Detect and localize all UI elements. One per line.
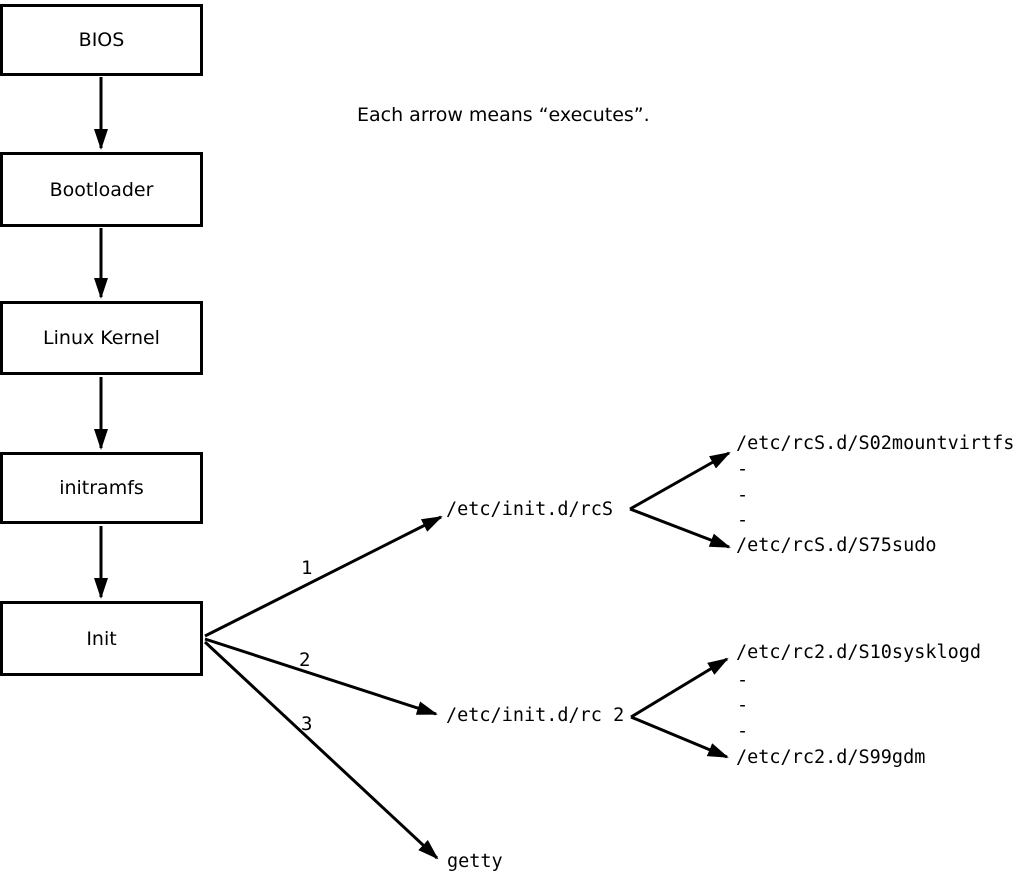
rcs-first-script: /etc/rcS.d/S02mountvirtfs bbox=[736, 433, 1015, 454]
box-initramfs: initramfs bbox=[0, 452, 203, 524]
box-initramfs-label: initramfs bbox=[59, 477, 144, 499]
arrow-init-getty bbox=[203, 640, 439, 860]
box-linux-kernel: Linux Kernel bbox=[0, 301, 203, 375]
rc2-ellipsis-dash: - bbox=[737, 695, 749, 716]
arrow-rcs-last bbox=[629, 507, 731, 549]
arrow-rc2-last bbox=[630, 715, 729, 759]
target-rcs: /etc/init.d/rcS bbox=[446, 499, 614, 520]
edge-label-2: 2 bbox=[299, 649, 311, 671]
target-getty: getty bbox=[447, 851, 503, 872]
rc2-last-script: /etc/rc2.d/S99gdm bbox=[736, 747, 926, 768]
rcs-ellipsis-dash: - bbox=[737, 510, 749, 531]
rc2-first-script: /etc/rc2.d/S10sysklogd bbox=[736, 642, 982, 663]
rcs-ellipsis-dash: - bbox=[737, 459, 749, 480]
box-bios-label: BIOS bbox=[78, 29, 125, 51]
rc2-ellipsis-dash: - bbox=[737, 721, 749, 742]
edge-label-1: 1 bbox=[301, 557, 313, 579]
box-bootloader: Bootloader bbox=[0, 152, 203, 227]
rcs-last-script: /etc/rcS.d/S75sudo bbox=[736, 535, 937, 556]
arrow-init-rcs bbox=[204, 515, 443, 638]
arrow-init-rc2 bbox=[204, 637, 438, 716]
box-linux-kernel-label: Linux Kernel bbox=[43, 327, 160, 349]
edge-label-3: 3 bbox=[301, 713, 313, 735]
caption: Each arrow means “executes”. bbox=[357, 104, 650, 126]
target-rc2: /etc/init.d/rc 2 bbox=[446, 705, 625, 726]
arrow-rc2-first bbox=[630, 657, 729, 719]
box-bootloader-label: Bootloader bbox=[49, 178, 154, 201]
box-init-label: Init bbox=[86, 627, 117, 650]
rcs-ellipsis-dash: - bbox=[737, 485, 749, 506]
box-bios: BIOS bbox=[0, 4, 203, 76]
arrow-rcs-first bbox=[629, 451, 731, 511]
box-init: Init bbox=[0, 601, 203, 676]
rc2-ellipsis-dash: - bbox=[737, 670, 749, 691]
